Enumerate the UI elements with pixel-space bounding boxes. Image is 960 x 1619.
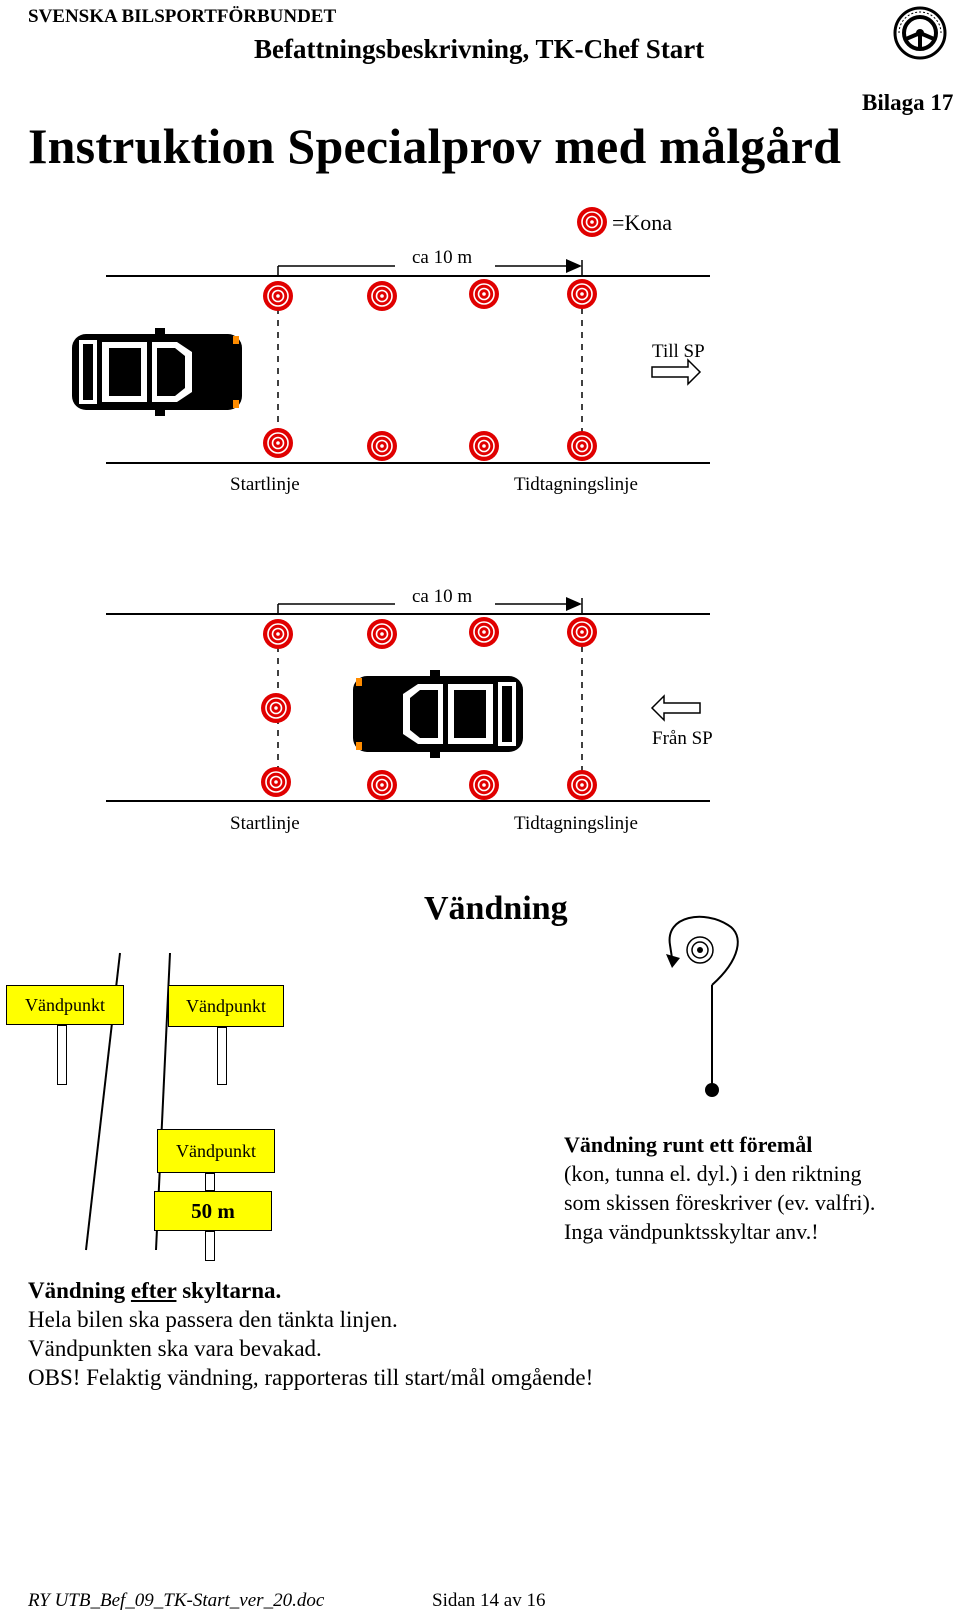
cone-icon (566, 616, 598, 648)
document-title: Befattningsbeskrivning, TK-Chef Start (254, 34, 705, 64)
attachment-label: Bilaga 17 (862, 90, 954, 115)
object-turn-title: Vändning runt ett föremål (564, 1132, 813, 1157)
distance-label-top: ca 10 m (412, 247, 473, 268)
rule-line-1: Vändning efter skyltarna. (28, 1276, 928, 1305)
footer-filename: RY UTB_Bef_09_TK-Start_ver_20.doc (28, 1590, 325, 1611)
cone-icon (468, 278, 500, 310)
cone-icon (262, 427, 294, 459)
object-turn-description: Vändning runt ett föremål (kon, tunna el… (564, 1130, 954, 1246)
object-turn-line: som skissen föreskriver (ev. valfri). (564, 1190, 876, 1215)
turning-heading: Vändning (424, 890, 568, 927)
diagram-from-sp (106, 597, 710, 802)
distance-sign: 50 m (154, 1191, 272, 1231)
turn-arrow-head (666, 954, 680, 968)
timing-line-label-top: Tidtagningslinje (514, 474, 638, 495)
cone-icon (366, 769, 398, 801)
direction-label-top: Till SP (652, 341, 705, 362)
distance-arrow-head (566, 597, 582, 611)
cone-icon (262, 280, 294, 312)
sign-distance-label: 50 m (191, 1198, 235, 1223)
timing-line-label-bottom: Tidtagningslinje (514, 813, 638, 834)
start-point-icon (705, 1083, 719, 1097)
cone-icon (468, 769, 500, 801)
start-line-label-bottom: Startlinje (230, 813, 300, 834)
rule-text: skyltarna. (176, 1278, 282, 1303)
cone-icon (566, 278, 598, 310)
direction-label-bottom: Från SP (652, 728, 713, 749)
rule-emphasis: efter (130, 1278, 177, 1303)
rule-text: Vändning (28, 1278, 131, 1303)
cone-icon (468, 616, 500, 648)
turn-point-sign: Vändpunkt (157, 1129, 275, 1173)
rule-line-4: OBS! Felaktig vändning, rapporteras till… (28, 1365, 594, 1390)
arrow-right-icon (651, 358, 702, 386)
footer-page-number: Sidan 14 av 16 (432, 1590, 546, 1611)
cone-icon (366, 280, 398, 312)
sign-label: Vändpunkt (186, 995, 266, 1016)
turn-point-sign: Vändpunkt (6, 985, 124, 1025)
organization-name: SVENSKA BILSPORTFÖRBUNDET (28, 6, 337, 27)
distance-arrow-head (566, 259, 582, 273)
sign-post (205, 1231, 215, 1261)
sign-post (57, 1025, 67, 1085)
legend-cone-icon (576, 206, 608, 238)
sign-label: Vändpunkt (25, 994, 105, 1015)
object-turn-line: (kon, tunna el. dyl.) i den riktning (564, 1161, 862, 1186)
cone-icon (366, 430, 398, 462)
sign-post (217, 1027, 227, 1085)
sign-post (205, 1173, 215, 1191)
cone-icon (566, 769, 598, 801)
turn-path (668, 915, 739, 986)
cone-icon (366, 618, 398, 650)
sign-label: Vändpunkt (176, 1140, 256, 1161)
object-turn-line: Inga vändpunktsskyltar anv.! (564, 1219, 819, 1244)
diagram-to-sp (72, 206, 710, 464)
car-icon (72, 328, 242, 416)
cone-icon (260, 766, 292, 798)
legend-cone-label: =Kona (612, 210, 673, 235)
start-line-label-top: Startlinje (230, 474, 300, 495)
car-icon (353, 670, 523, 758)
distance-label-bottom: ca 10 m (412, 586, 473, 607)
turn-point-sign: Vändpunkt (168, 985, 284, 1027)
page-title: Instruktion Specialprov med målgård (28, 118, 842, 174)
cone-icon (566, 430, 598, 462)
arrow-left-icon (650, 694, 701, 722)
cone-icon (262, 618, 294, 650)
cone-icon (260, 692, 292, 724)
turn-object-icon (686, 936, 714, 964)
rule-line-3: Vändpunkten ska vara bevakad. (28, 1336, 322, 1361)
rule-line-2: Hela bilen ska passera den tänkta linjen… (28, 1307, 398, 1332)
cone-icon (468, 430, 500, 462)
turning-rules: Vändning efter skyltarna. Hela bilen ska… (28, 1276, 928, 1392)
sbf-logo-icon (893, 6, 947, 60)
